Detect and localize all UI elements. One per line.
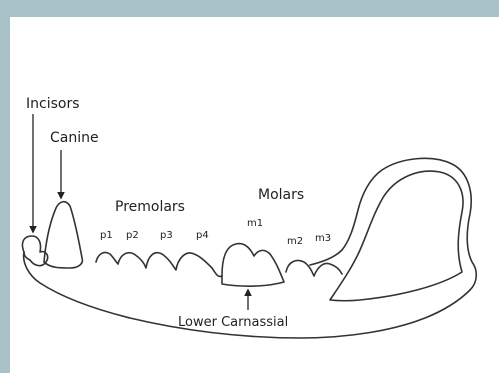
molars-shape — [286, 260, 342, 276]
label-m1: m1 — [247, 218, 263, 229]
label-p2: p2 — [126, 230, 139, 241]
carnassial-shape — [222, 244, 284, 287]
label-canine: Canine — [50, 130, 99, 146]
label-m3: m3 — [315, 233, 331, 244]
label-m2: m2 — [287, 236, 303, 247]
label-lower-carnassial: Lower Carnassial — [178, 315, 288, 330]
label-molars: Molars — [258, 187, 304, 203]
label-p4: p4 — [196, 230, 209, 241]
mandible-outline — [24, 158, 477, 338]
label-p3: p3 — [160, 230, 173, 241]
label-premolars: Premolars — [115, 199, 185, 215]
premolars-shape — [96, 252, 222, 276]
canine-shape — [44, 202, 82, 268]
label-p1: p1 — [100, 230, 113, 241]
label-incisors: Incisors — [26, 96, 80, 112]
